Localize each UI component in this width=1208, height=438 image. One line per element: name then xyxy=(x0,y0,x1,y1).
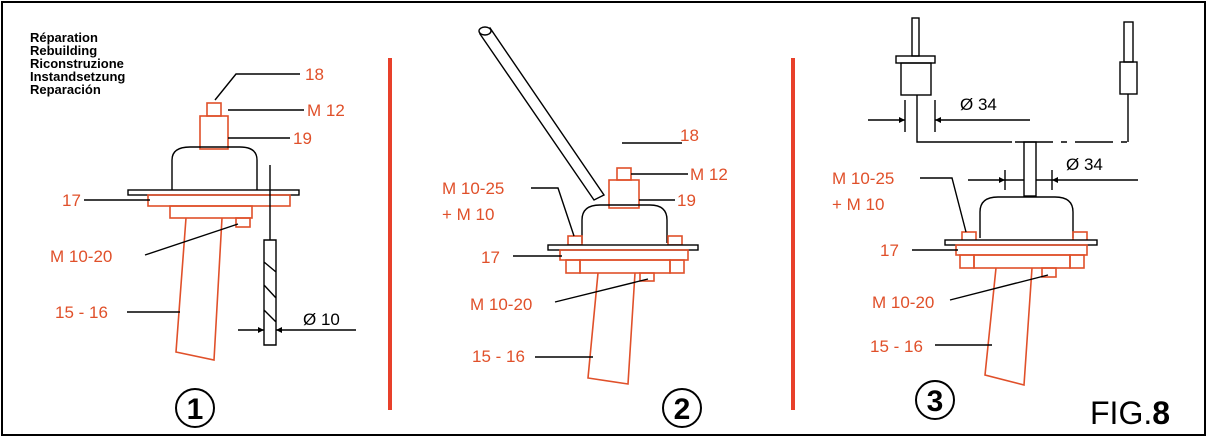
label-m10-20: M 10-20 xyxy=(872,293,934,312)
panel-2: 18 M 12 19 M 10-25 + M 10 17 M 10-20 15 … xyxy=(442,26,728,428)
label-dia-34-top: Ø 34 xyxy=(960,95,997,114)
sleeve-19 xyxy=(199,115,229,150)
label-17: 17 xyxy=(62,191,81,210)
label-15-16: 15 - 16 xyxy=(870,337,923,356)
lang-es: Reparación xyxy=(30,82,101,97)
label-m12: M 12 xyxy=(307,101,345,120)
label-18: 18 xyxy=(680,126,699,145)
lever-15-16 xyxy=(587,272,636,385)
label-19: 19 xyxy=(677,191,696,210)
step-number-3: 3 xyxy=(927,385,944,418)
rubber-boot xyxy=(979,196,1074,238)
lang-de: Instandsetzung xyxy=(30,69,125,84)
lever-15-16 xyxy=(175,217,223,361)
label-18: 18 xyxy=(305,65,324,84)
rubber-boot xyxy=(171,146,258,192)
tool-shaft xyxy=(1023,141,1037,197)
label-m10-20: M 10-20 xyxy=(50,247,112,266)
nut-18 xyxy=(616,167,632,181)
flange-17 xyxy=(955,244,1088,256)
flange-lower xyxy=(169,205,253,219)
long-rod xyxy=(479,27,606,201)
nut-18 xyxy=(206,102,222,117)
step-circle-1 xyxy=(175,388,215,428)
lang-fr: Réparation xyxy=(30,30,98,45)
step-number-2: 2 xyxy=(674,393,691,426)
sleeve-19 xyxy=(608,179,640,209)
label-dia-10: Ø 10 xyxy=(303,310,340,329)
bolt-head xyxy=(235,217,251,228)
step-number-1: 1 xyxy=(187,393,204,426)
label-17: 17 xyxy=(880,241,899,260)
figure-label: FIG.8 xyxy=(1090,395,1170,431)
label-15-16: 15 - 16 xyxy=(472,347,525,366)
figure-number: 8 xyxy=(1152,395,1170,431)
panel-1: 18 M 12 19 17 M 10-20 15 - 16 Ø 10 1 xyxy=(50,65,356,428)
flange-17 xyxy=(559,249,689,261)
label-dia-34-mid: Ø 34 xyxy=(1066,155,1103,174)
step-circle-2 xyxy=(662,388,702,428)
label-15-16: 15 - 16 xyxy=(55,303,108,322)
lever-15-16 xyxy=(984,267,1033,387)
flange-17 xyxy=(147,194,291,207)
label-19: 19 xyxy=(293,129,312,148)
drill-bit xyxy=(263,239,277,346)
step-circle-3 xyxy=(915,380,955,420)
label-plus-m10: + M 10 xyxy=(832,195,884,214)
label-m12: M 12 xyxy=(690,165,728,184)
language-header: Réparation Rebuilding Riconstruzione Ins… xyxy=(30,30,125,97)
label-m10-20: M 10-20 xyxy=(470,295,532,314)
lang-en: Rebuilding xyxy=(30,43,97,58)
label-17: 17 xyxy=(481,248,500,267)
tool-socket xyxy=(900,62,932,96)
label-plus-m10: + M 10 xyxy=(442,205,494,224)
tool-pin-right xyxy=(1123,21,1134,63)
figure-prefix: FIG. xyxy=(1090,395,1152,431)
tool-pin-left xyxy=(911,17,920,57)
rubber-boot xyxy=(581,204,668,243)
label-m10-25: M 10-25 xyxy=(832,169,894,188)
label-m10-25: M 10-25 xyxy=(442,179,504,198)
panel-3: Ø 34 Ø 34 M 10-25 + M 10 17 M 10-20 15 -… xyxy=(832,17,1138,420)
lang-it: Riconstruzione xyxy=(30,56,124,71)
